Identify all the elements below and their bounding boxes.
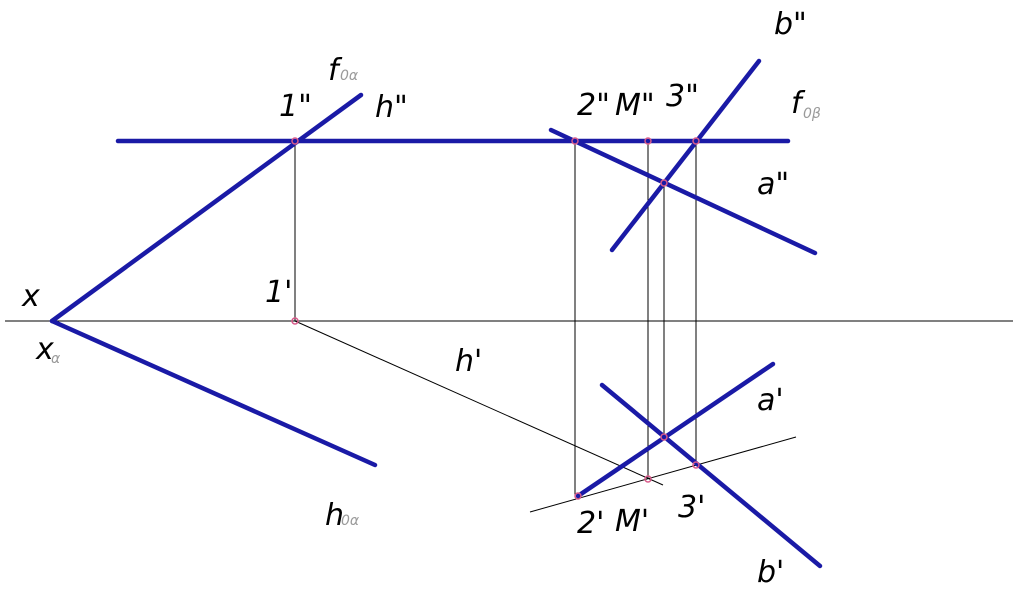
horizontal-top-view-h-prime — [294, 320, 664, 486]
label-h-top: h' — [455, 344, 482, 379]
label-1-front: 1" — [279, 89, 312, 124]
point-3-top — [692, 461, 700, 469]
label-m-front: M" — [615, 88, 655, 123]
label-2-top: 2' — [577, 506, 604, 541]
label-h-alpha: h — [325, 498, 344, 533]
label-h-alpha-sub: 0α — [341, 513, 360, 529]
label-1-top: 1' — [265, 275, 292, 310]
label-f-alpha-sub: 0α — [340, 68, 359, 84]
label-3-front: 3" — [666, 79, 699, 114]
line-b-top-view — [599, 382, 823, 569]
label-x-alpha: x — [35, 332, 54, 367]
line-a-top-view — [575, 361, 776, 499]
label-h-front: h" — [375, 90, 408, 125]
label-m-top: M' — [615, 504, 649, 539]
point-2-front — [571, 137, 579, 145]
label-a-front: a" — [757, 167, 789, 202]
label-x: x — [21, 279, 40, 314]
label-f-beta-sub: 0β — [803, 106, 821, 122]
point-1-top — [291, 317, 299, 325]
point-ab-top-intersection — [660, 433, 668, 441]
point-m-front — [644, 137, 652, 145]
horizontal-trace-h0-alpha-line — [49, 318, 378, 468]
point-ab-front-intersection — [660, 179, 668, 187]
label-b-front: b" — [774, 7, 807, 42]
label-x-alpha-sub: α — [51, 351, 61, 367]
front-trace-f0-alpha-line — [49, 92, 364, 324]
label-a-top: a' — [757, 383, 784, 418]
label-b-top: b' — [757, 555, 784, 590]
auxiliary-line-top-view — [529, 436, 797, 513]
point-m-top — [644, 475, 652, 483]
point-3-front — [692, 137, 700, 145]
label-2-front: 2" — [577, 88, 610, 123]
point-1-front — [291, 137, 299, 145]
line-b-front-view — [609, 58, 762, 253]
label-3-top: 3' — [678, 490, 705, 525]
line-a-front-view — [548, 127, 818, 256]
point-2-top — [574, 492, 582, 500]
